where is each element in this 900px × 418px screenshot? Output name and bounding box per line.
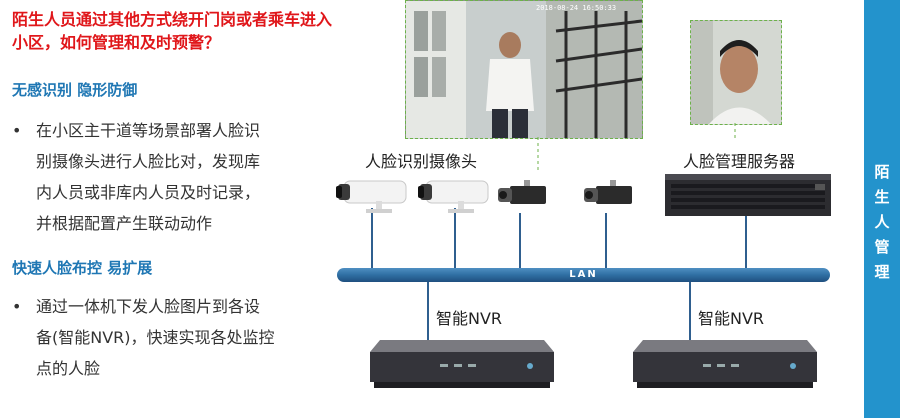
bullet-1: • 在小区主干道等场景部署人脸识 别摄像头进行人脸比对，发现库 内人员或非库内人… xyxy=(12,115,312,245)
bullet-camera-1 xyxy=(336,180,407,213)
face-capture-image xyxy=(690,20,782,125)
snapshot-scene xyxy=(406,1,642,138)
face-server xyxy=(665,174,831,216)
bullet-camera-2 xyxy=(418,180,489,213)
side-char: 理 xyxy=(874,263,890,281)
bullet-1-line-4: 并根据配置产生联动动作 xyxy=(36,214,213,233)
nvr-device-1 xyxy=(370,340,554,388)
server-label: 人脸管理服务器 xyxy=(683,152,796,171)
side-char: 陌 xyxy=(874,163,890,181)
camera-label: 人脸识别摄像头 xyxy=(365,152,478,171)
face-scene xyxy=(691,21,781,124)
box-camera-1 xyxy=(498,180,546,204)
box-camera-2 xyxy=(584,180,632,204)
bullet-1-line-3: 内人员或非库内人员及时记录， xyxy=(36,183,261,202)
side-panel-text: 陌 生 人 管 理 xyxy=(864,160,900,285)
camera-snapshot-image: 2018-08-24 16:50:33 xyxy=(405,0,643,139)
snapshot-timestamp: 2018-08-24 16:50:33 xyxy=(536,4,617,12)
bullet-1-line-2: 别摄像头进行人脸比对，发现库 xyxy=(36,152,261,171)
bullet-dot: • xyxy=(12,297,22,316)
nvr-1-label: 智能NVR xyxy=(436,309,503,328)
side-char: 管 xyxy=(874,238,890,256)
section-heading-1: 无感识别 隐形防御 xyxy=(12,81,138,99)
question-title: 陌生人员通过其他方式绕开门岗或者乘车进入小区，如何管理和及时预警？ xyxy=(12,10,333,52)
bullet-2-line-2: 备(智能NVR)，快速实现各处监控 xyxy=(36,328,275,347)
side-panel: 陌 生 人 管 理 xyxy=(864,0,900,418)
lan-label: LAN xyxy=(569,269,598,280)
nvr-2-label: 智能NVR xyxy=(698,309,765,328)
side-char: 人 xyxy=(874,213,890,231)
nvr-device-2 xyxy=(633,340,817,388)
lan-bar: LAN xyxy=(337,268,830,282)
bullet-2-line-3: 点的人脸 xyxy=(36,359,101,378)
bullet-2-line-1: 通过一体机下发人脸图片到各设 xyxy=(36,297,261,316)
bullet-2: • 通过一体机下发人脸图片到各设 备(智能NVR)，快速实现各处监控 点的人脸 xyxy=(12,291,312,391)
side-char: 生 xyxy=(874,188,890,206)
bullet-1-line-1: 在小区主干道等场景部署人脸识 xyxy=(36,121,261,140)
section-heading-2: 快速人脸布控 易扩展 xyxy=(12,259,153,277)
bullet-dot: • xyxy=(12,121,22,140)
